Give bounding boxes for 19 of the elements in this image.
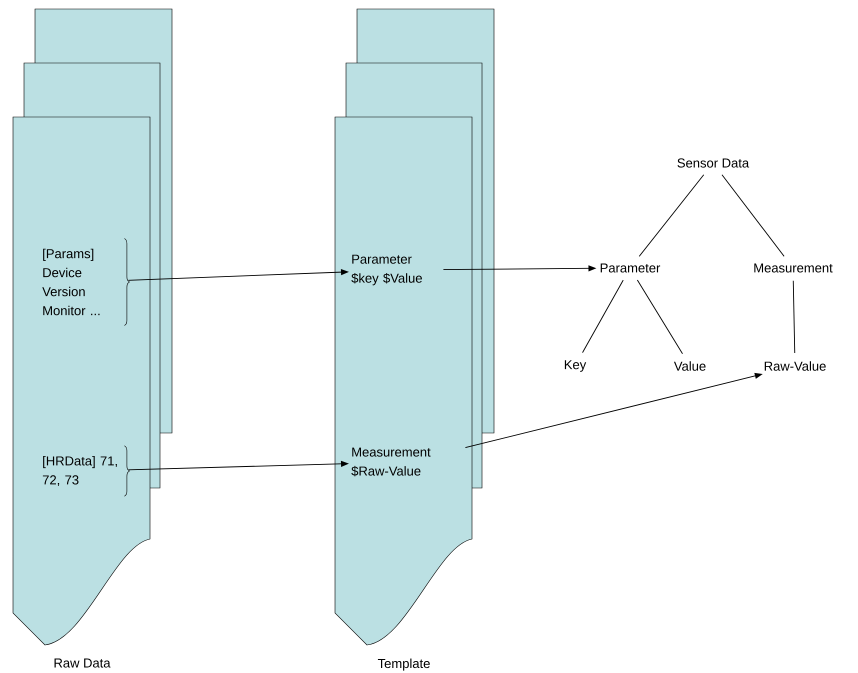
tree-line — [638, 174, 704, 257]
tree-line — [582, 280, 624, 354]
tree-line — [792, 280, 796, 354]
bracketed-text: [HRData] 71, 72, 73 — [42, 445, 130, 497]
tree-label: Raw-Value — [764, 361, 826, 371]
stack-label: Template — [378, 658, 430, 671]
tree-label: Value — [674, 361, 706, 371]
stack-label: Raw Data — [54, 658, 111, 668]
tree-label: Measurement — [754, 263, 833, 273]
tree-line — [636, 280, 683, 354]
document-stack — [334, 8, 494, 646]
tree-label: Key — [564, 360, 586, 372]
text-label: Parameter $key $Value — [351, 254, 422, 286]
tree-label: Parameter — [600, 263, 660, 273]
tree-line — [722, 174, 785, 257]
document-stack — [12, 8, 172, 646]
tree-label: Sensor Data — [677, 158, 750, 168]
text-label: Measurement $Raw-Value — [351, 448, 431, 476]
bracketed-text: [Params] Device Version Monitor ... — [42, 238, 130, 326]
